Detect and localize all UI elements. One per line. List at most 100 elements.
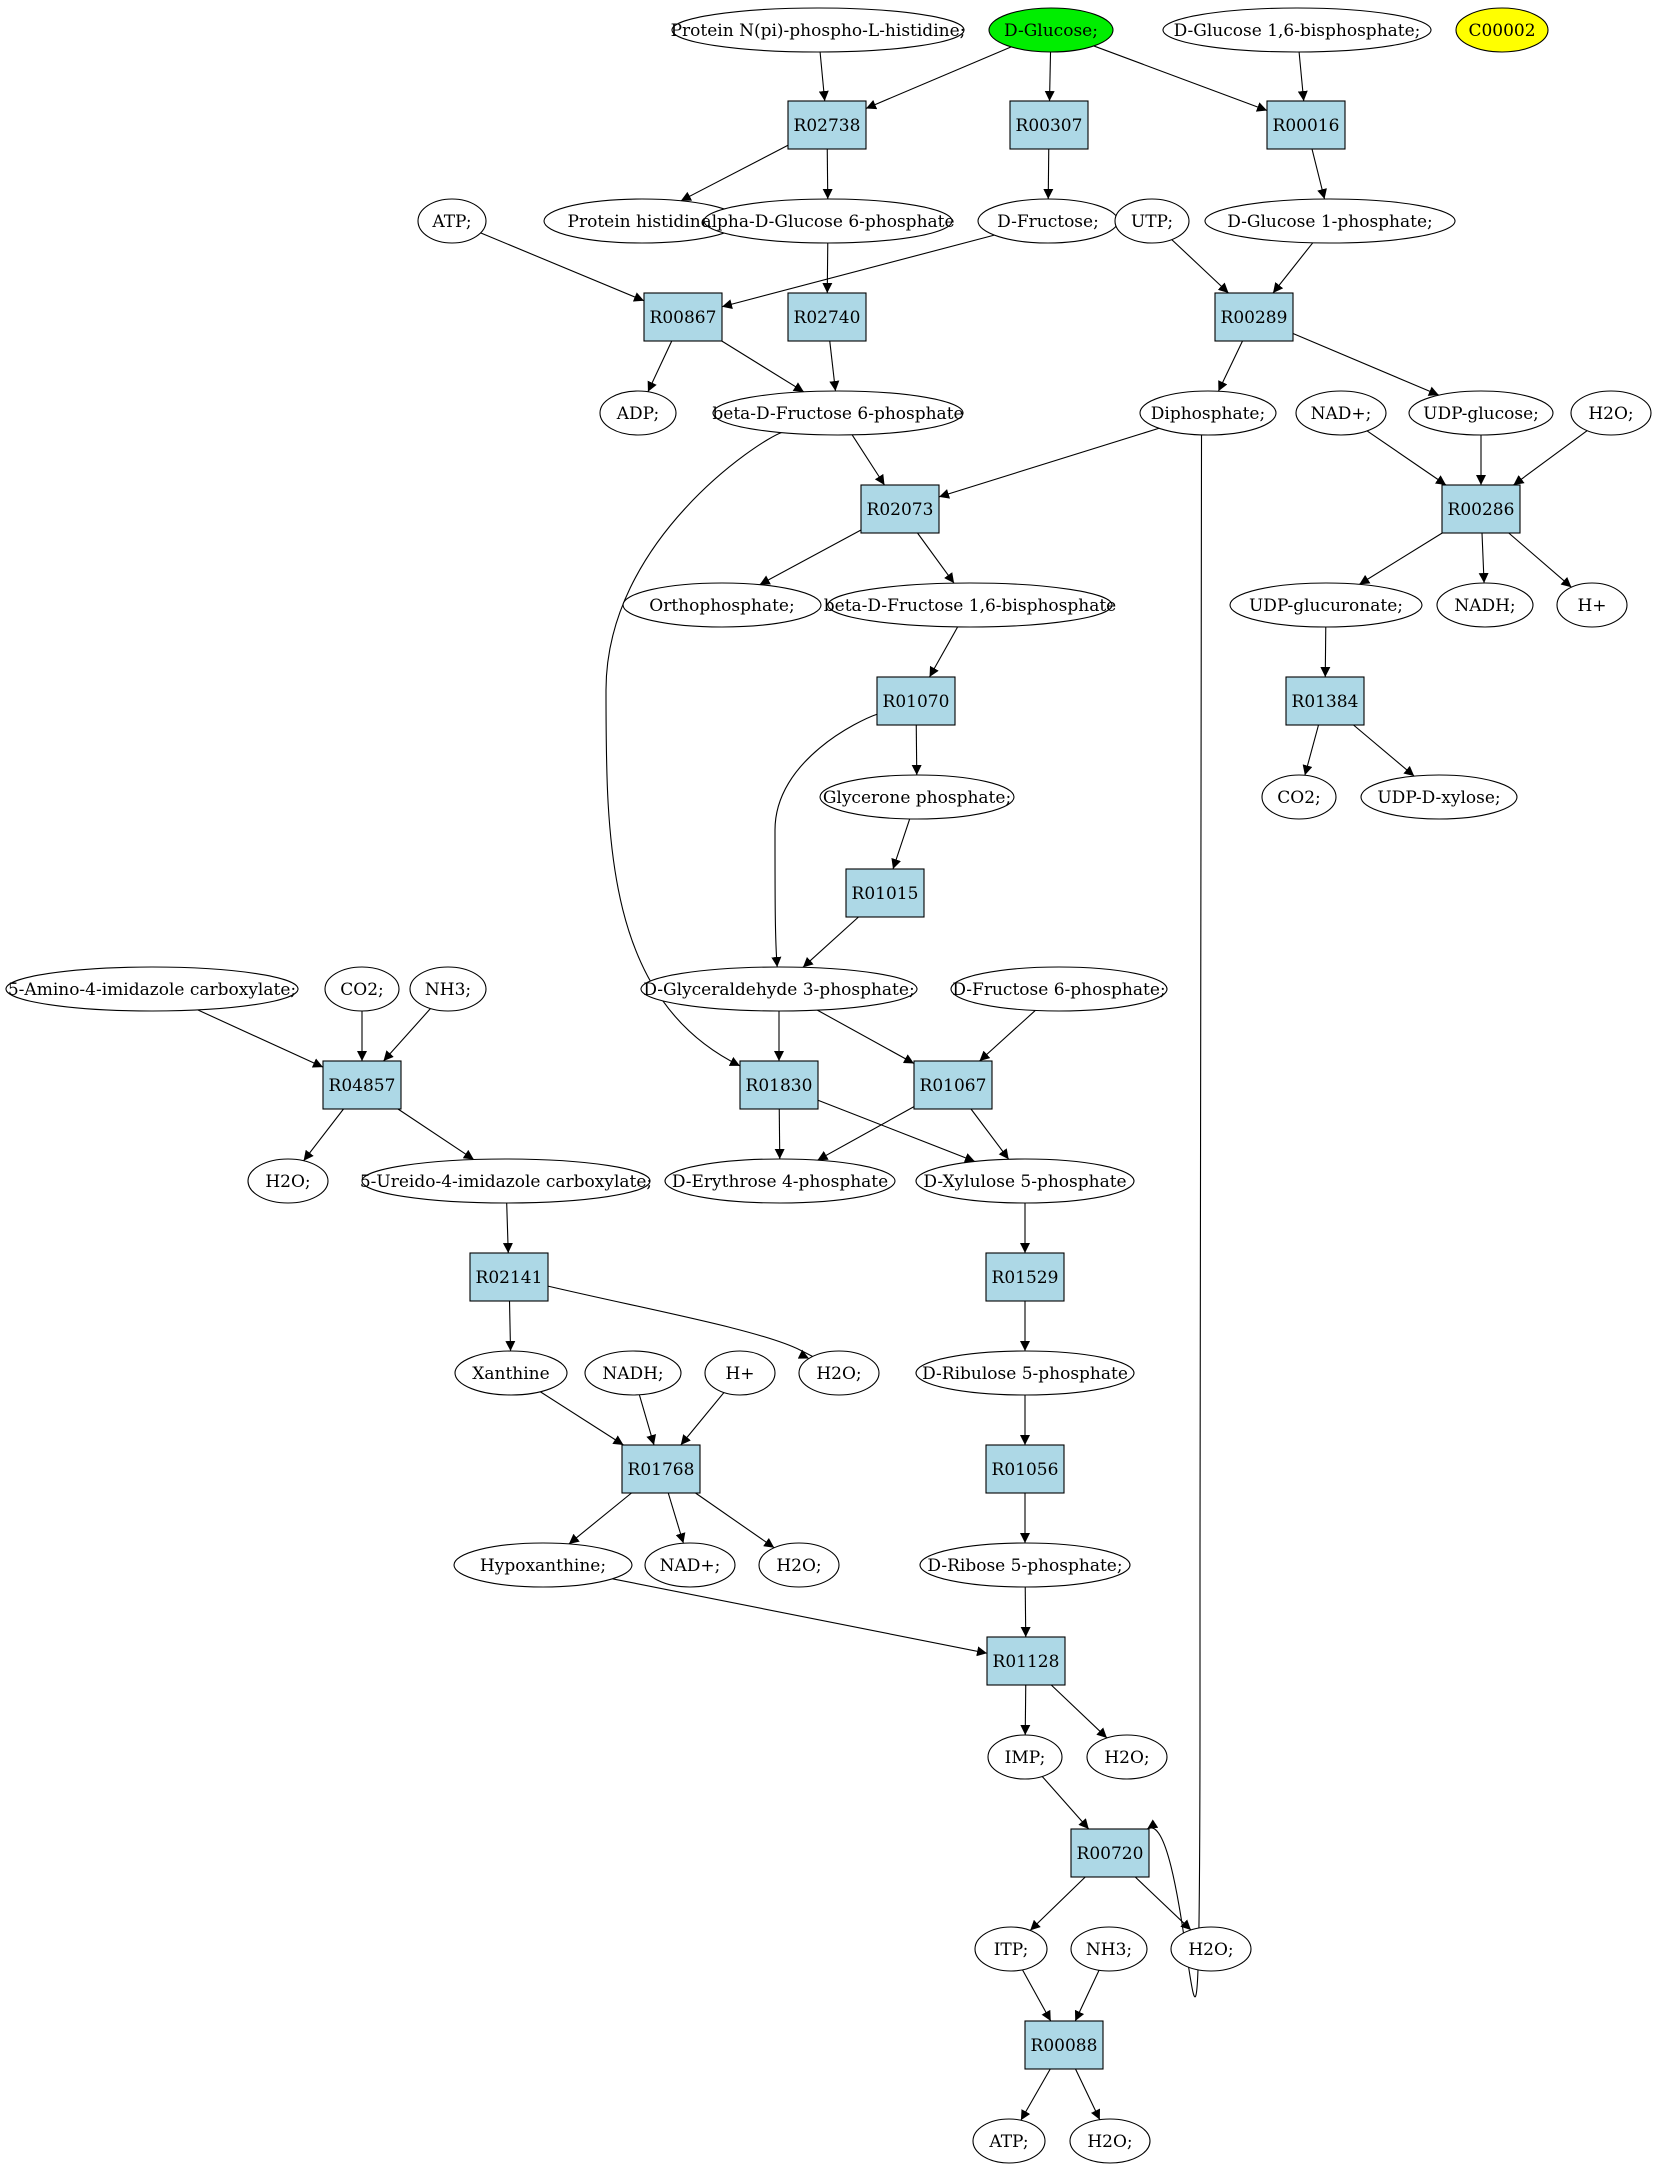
compound-label: Glycerone phosphate; bbox=[823, 788, 1011, 808]
reaction-node-r_R00289[interactable]: R00289 bbox=[1214, 292, 1294, 342]
reaction-node-r_R01015[interactable]: R01015 bbox=[845, 868, 925, 918]
compound-ellipse bbox=[915, 1350, 1135, 1396]
compound-label: D-Ribulose 5-phosphate bbox=[922, 1364, 1128, 1384]
reaction-node-r_R00720[interactable]: R00720 bbox=[1070, 1828, 1150, 1878]
compound-node-c_dx5p[interactable]: D-Xylulose 5-phosphate bbox=[915, 1158, 1135, 1204]
compound-ellipse bbox=[361, 1158, 651, 1204]
reaction-label: R00016 bbox=[1273, 116, 1340, 136]
compound-node-c_co2_b[interactable]: CO2; bbox=[324, 966, 400, 1012]
compound-node-c_atp2[interactable]: ATP; bbox=[972, 2118, 1046, 2164]
compound-ellipse bbox=[1139, 390, 1277, 436]
reaction-node-r_R01070[interactable]: R01070 bbox=[876, 676, 956, 726]
compound-node-c_uica[interactable]: 5-Ureido-4-imidazole carboxylate; bbox=[360, 1158, 652, 1204]
compound-node-c_glycerone[interactable]: Glycerone phosphate; bbox=[819, 774, 1015, 820]
compound-node-c_h2o_g[interactable]: H2O; bbox=[1069, 2118, 1151, 2164]
reaction-node-r_R02738[interactable]: R02738 bbox=[787, 100, 867, 150]
reaction-node-r_R00088[interactable]: R00088 bbox=[1024, 2020, 1104, 2070]
compound-node-c_dglucose[interactable]: D-Glucose; bbox=[988, 7, 1114, 53]
compound-node-c_dglu16bp[interactable]: D-Glucose 1,6-bisphosphate; bbox=[1162, 7, 1432, 53]
compound-ellipse bbox=[1086, 1734, 1168, 1780]
compound-ellipse bbox=[919, 1542, 1131, 1588]
reaction-node-r_R01768[interactable]: R01768 bbox=[621, 1444, 701, 1494]
compound-node-c_h2o_d[interactable]: H2O; bbox=[758, 1542, 840, 1588]
compound-node-c_nh3_a[interactable]: NH3; bbox=[409, 966, 487, 1012]
compound-node-c_dga3p[interactable]: D-Glyceraldehyde 3-phosphate; bbox=[640, 966, 918, 1012]
compound-node-c_bdf16bp[interactable]: beta-D-Fructose 1,6-bisphosphate bbox=[824, 582, 1116, 628]
reaction-box bbox=[985, 1444, 1065, 1494]
compound-node-c_hplus1[interactable]: H+ bbox=[1556, 582, 1628, 628]
reaction-node-r_R01830[interactable]: R01830 bbox=[739, 1060, 819, 1110]
reaction-node-r_R00867[interactable]: R00867 bbox=[643, 292, 723, 342]
compound-ellipse bbox=[798, 1350, 880, 1396]
compound-node-c_diphos[interactable]: Diphosphate; bbox=[1139, 390, 1277, 436]
reaction-node-r_R01384[interactable]: R01384 bbox=[1285, 676, 1365, 726]
edge-r_R01015-to-c_dga3p bbox=[802, 916, 859, 968]
compound-node-c_atp1[interactable]: ATP; bbox=[417, 198, 487, 244]
reaction-box bbox=[643, 292, 723, 342]
compound-node-c_prot_nphis[interactable]: Protein N(pi)-phospho-L-histidine; bbox=[671, 7, 966, 53]
compound-node-c_itp[interactable]: ITP; bbox=[974, 1926, 1048, 1972]
compound-ellipse bbox=[1295, 390, 1387, 436]
compound-node-c_hypox[interactable]: Hypoxanthine; bbox=[453, 1542, 633, 1588]
compound-node-c_adg6p[interactable]: alpha-D-Glucose 6-phosphate bbox=[701, 198, 955, 244]
edge-r_R01384-to-c_udpxyl bbox=[1353, 724, 1415, 777]
compound-node-c_h2o_a[interactable]: H2O; bbox=[1570, 390, 1652, 436]
reaction-node-r_R00016[interactable]: R00016 bbox=[1266, 100, 1346, 150]
compound-node-c_df6p[interactable]: D-Fructose 6-phosphate; bbox=[950, 966, 1168, 1012]
compound-node-c_hplus2[interactable]: H+ bbox=[704, 1350, 776, 1396]
edge-c_aica-to-r_R04857 bbox=[197, 1009, 324, 1068]
reaction-node-r_R02141[interactable]: R02141 bbox=[469, 1252, 549, 1302]
compound-node-c_nadp1[interactable]: NAD+; bbox=[1295, 390, 1387, 436]
edge-c_itp-to-r_R00088 bbox=[1022, 1969, 1052, 2022]
compound-node-c_co2_a[interactable]: CO2; bbox=[1261, 774, 1337, 820]
reaction-node-r_R01128[interactable]: R01128 bbox=[986, 1636, 1066, 1686]
compound-node-c_h2o_e[interactable]: H2O; bbox=[1086, 1734, 1168, 1780]
compound-ellipse bbox=[915, 1158, 1135, 1204]
reaction-node-r_R00286[interactable]: R00286 bbox=[1441, 484, 1521, 534]
edge-r_R01067-to-c_de4p bbox=[817, 1106, 915, 1161]
compound-node-c_aica[interactable]: 5-Amino-4-imidazole carboxylate; bbox=[5, 966, 299, 1012]
compound-node-c_ortho[interactable]: Orthophosphate; bbox=[622, 582, 822, 628]
compound-node-c_h2o_b[interactable]: H2O; bbox=[247, 1158, 329, 1204]
reaction-node-r_R01529[interactable]: R01529 bbox=[985, 1252, 1065, 1302]
compound-ellipse bbox=[417, 198, 487, 244]
reaction-node-r_R04857[interactable]: R04857 bbox=[322, 1060, 402, 1110]
compound-node-c_de4p[interactable]: D-Erythrose 4-phosphate bbox=[664, 1158, 896, 1204]
reaction-node-r_R00307[interactable]: R00307 bbox=[1009, 100, 1089, 150]
compound-node-c_udpxyl[interactable]: UDP-D-xylose; bbox=[1360, 774, 1518, 820]
compound-node-c_udpglc[interactable]: UDP-glucose; bbox=[1408, 390, 1554, 436]
edge-c_h2o_a-to-r_R00286 bbox=[1513, 430, 1588, 486]
compound-node-c_nadp2[interactable]: NAD+; bbox=[644, 1542, 736, 1588]
compound-node-c_udpglcA[interactable]: UDP-glucuronate; bbox=[1229, 582, 1423, 628]
compound-node-c_bdf6p[interactable]: beta-D-Fructose 6-phosphate bbox=[712, 390, 964, 436]
edge-r_R04857-to-c_h2o_b bbox=[303, 1108, 344, 1162]
compound-node-c_dru5p[interactable]: D-Ribulose 5-phosphate bbox=[915, 1350, 1135, 1396]
compound-node-c_dr5p[interactable]: D-Ribose 5-phosphate; bbox=[919, 1542, 1131, 1588]
compound-node-c_nh3_b[interactable]: NH3; bbox=[1070, 1926, 1148, 1972]
compound-node-c_xanthine[interactable]: Xanthine bbox=[454, 1350, 568, 1396]
reaction-box bbox=[1024, 2020, 1104, 2070]
compound-node-c_h2o_f[interactable]: H2O; bbox=[1170, 1926, 1252, 1972]
reaction-label: R00720 bbox=[1077, 1844, 1144, 1864]
reaction-node-r_R01067[interactable]: R01067 bbox=[913, 1060, 993, 1110]
compound-node-c_dfructose[interactable]: D-Fructose; bbox=[977, 198, 1119, 244]
compound-node-c_imp[interactable]: IMP; bbox=[987, 1734, 1063, 1780]
compound-node-c_nadh1[interactable]: NADH; bbox=[1436, 582, 1534, 628]
edge-r_R00867-to-c_adp bbox=[647, 340, 673, 393]
compound-node-c_prothis[interactable]: Protein histidine; bbox=[543, 198, 741, 244]
compound-node-c_adp[interactable]: ADP; bbox=[599, 390, 677, 436]
compound-node-c_h2o_c[interactable]: H2O; bbox=[798, 1350, 880, 1396]
compound-node-c_utp[interactable]: UTP; bbox=[1114, 198, 1190, 244]
edge-r_R01128-to-c_imp bbox=[1020, 1684, 1031, 1736]
reaction-node-r_R01056[interactable]: R01056 bbox=[985, 1444, 1065, 1494]
edge-c_dg1p-to-r_R00289 bbox=[1272, 242, 1314, 294]
reaction-node-r_R02073[interactable]: R02073 bbox=[860, 484, 940, 534]
reaction-box bbox=[1441, 484, 1521, 534]
compound-node-c_dg1p[interactable]: D-Glucose 1-phosphate; bbox=[1204, 198, 1456, 244]
reaction-box bbox=[1070, 1828, 1150, 1878]
reaction-node-r_R02740[interactable]: R02740 bbox=[787, 292, 867, 342]
compound-node-c_nadh2[interactable]: NADH; bbox=[584, 1350, 682, 1396]
compound-ellipse bbox=[584, 1350, 682, 1396]
compound-ellipse bbox=[409, 966, 487, 1012]
compound-node-c_c00002[interactable]: C00002 bbox=[1455, 7, 1549, 53]
